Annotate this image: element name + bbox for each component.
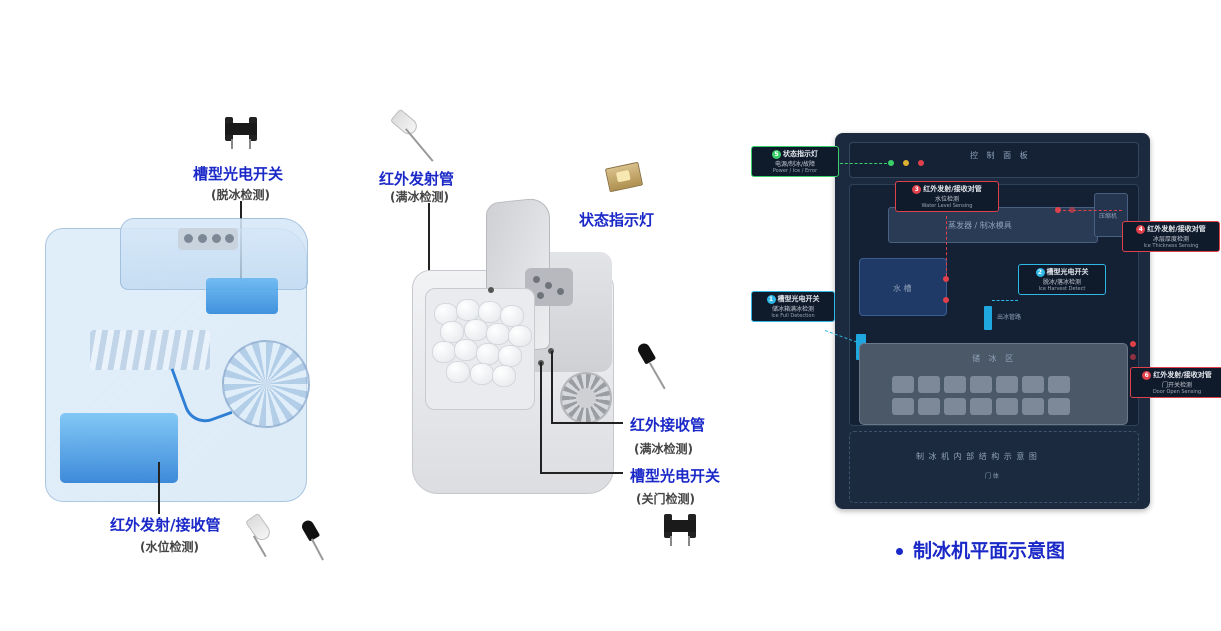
door-sensor-dot xyxy=(1130,341,1136,347)
status-dot-red xyxy=(918,160,924,166)
control-panel-label: 控 制 面 板 xyxy=(970,151,1031,160)
mid-ir-receiver-lead xyxy=(649,362,666,390)
ice-bin-label: 储 冰 区 xyxy=(972,354,1017,363)
mid-ir-receiver-sub: (满冰检测) xyxy=(634,442,693,456)
mid-ir-emitter-lead xyxy=(405,128,434,162)
status-dot-yellow xyxy=(903,160,909,166)
ir-receiver-led-icon xyxy=(299,518,321,542)
caption-bullet-icon xyxy=(896,548,903,555)
callout-6-cn: 门开关检测 xyxy=(1161,382,1192,389)
mid-emitter-point xyxy=(488,287,494,293)
callout-4-cn: 冰层厚度检测 xyxy=(1152,236,1189,243)
ir-emitter-led-icon xyxy=(244,512,274,544)
callout-2-num: 2 xyxy=(1035,268,1045,277)
callout-4-title: 红外发射/接收对管 xyxy=(1147,225,1206,233)
mid-door-leader-v xyxy=(540,362,542,473)
compressor-label: 压缩机 xyxy=(1099,213,1118,220)
mid-slot-switch-title: 槽型光电开关 xyxy=(630,467,721,485)
mid-ir-emitter-title: 红外发射管 xyxy=(379,170,455,188)
water-tank-label: 水 槽 xyxy=(893,284,912,293)
callout-5-en: Power / Ice / Error xyxy=(772,168,818,174)
callout-3-num: 3 xyxy=(912,185,922,194)
mid-control-panel xyxy=(525,268,573,306)
door-sensor-dot-2 xyxy=(1130,354,1136,360)
control-panel-strip xyxy=(849,142,1139,178)
left-slot-switch-sub: (脱冰检测) xyxy=(211,188,270,202)
left-ice-tray xyxy=(90,330,210,370)
mid-ir-emitter-sub: (满冰检测) xyxy=(390,190,449,204)
mid-emitter-leader-v xyxy=(428,203,430,291)
status-led-component-icon xyxy=(604,161,644,193)
mid-slot-switch-sub: (关门检测) xyxy=(636,492,695,506)
callout-6-title: 红外发射/接收对管 xyxy=(1153,371,1212,379)
mid-ir-emitter-icon xyxy=(389,108,421,138)
door-area xyxy=(849,431,1139,503)
diagram-caption: 制冰机平面示意图 xyxy=(896,536,1065,563)
callout-2-title: 槽型光电开关 xyxy=(1046,268,1089,276)
mid-ice-basket xyxy=(425,288,535,410)
mid-ir-receiver-title: 红外接收管 xyxy=(630,416,706,434)
ir-receiver-lead xyxy=(311,538,324,561)
callout-3-leader xyxy=(946,216,947,276)
left-fan-icon xyxy=(222,340,310,428)
callout-4-en: Ice Thickness Sensing xyxy=(1143,243,1199,249)
callout-5-title: 状态指示灯 xyxy=(783,150,818,158)
evaporator-block xyxy=(888,207,1098,243)
mid-slot-switch-component-icon xyxy=(662,514,698,546)
caption-text: 制冰机平面示意图 xyxy=(913,540,1066,562)
left-water-sensor-highlight xyxy=(60,413,178,483)
mid-receiver-leader-v xyxy=(551,351,553,423)
left-slot-sensor-highlight xyxy=(206,278,278,314)
left-ir-sub: (水位检测) xyxy=(140,540,199,554)
ice-harvest-sensor xyxy=(984,306,992,330)
callout-2-leader xyxy=(992,300,1018,301)
callout-3-title: 红外发射/接收对管 xyxy=(923,185,982,193)
left-ir-leader-line xyxy=(158,462,160,514)
water-level-sensor-dot-2 xyxy=(943,297,949,303)
callout-5-leader xyxy=(835,163,887,164)
callout-2-cn: 脱冰/落冰检测 xyxy=(1042,279,1082,286)
water-tank-block xyxy=(859,258,947,316)
evaporator-label: 蒸发器 / 制冰模具 xyxy=(948,221,1012,230)
callout-6-num: 6 xyxy=(1142,371,1152,380)
callout-5-cn: 电源/制冰/故障 xyxy=(774,161,816,168)
callout-1-title: 槽型光电开关 xyxy=(777,295,820,303)
callout-6-en: Door Open Sensing xyxy=(1152,389,1202,395)
callout-5-num: 5 xyxy=(772,150,781,159)
left-slot-switch-title: 槽型光电开关 xyxy=(193,165,284,183)
slot-switch-component-icon xyxy=(223,117,259,149)
callout-4-num: 4 xyxy=(1136,225,1146,234)
left-ir-title: 红外发射/接收管 xyxy=(110,516,221,534)
left-control-panel xyxy=(178,228,238,250)
door-label: 门 体 xyxy=(985,473,999,480)
callout-2-en: Ice Harvest Detect xyxy=(1038,286,1086,292)
callout-1-num: 1 xyxy=(766,295,776,304)
mid-vent-icon xyxy=(560,372,612,424)
callout-1-en: Ice Full Detection xyxy=(771,313,815,319)
callout-3-cn: 水位检测 xyxy=(934,196,959,203)
outlet-label: 出冰管路 xyxy=(997,314,1022,321)
ice-bin-block xyxy=(859,343,1128,425)
callout-1-cn: 储冰箱满冰检测 xyxy=(771,306,814,313)
mid-ir-receiver-icon xyxy=(635,341,657,365)
diagram-title-label: 制 冰 机 内 部 结 构 示 意 图 xyxy=(916,452,1038,461)
callout-3-en: Water Level Sensing xyxy=(921,203,973,209)
mid-receiver-leader-h xyxy=(551,422,623,424)
status-dot-green xyxy=(888,160,894,166)
callout-4-leader xyxy=(1058,210,1122,211)
mid-door-leader-h xyxy=(540,472,623,474)
mid-status-led-title: 状态指示灯 xyxy=(579,211,655,229)
water-level-sensor-dot xyxy=(943,276,949,282)
